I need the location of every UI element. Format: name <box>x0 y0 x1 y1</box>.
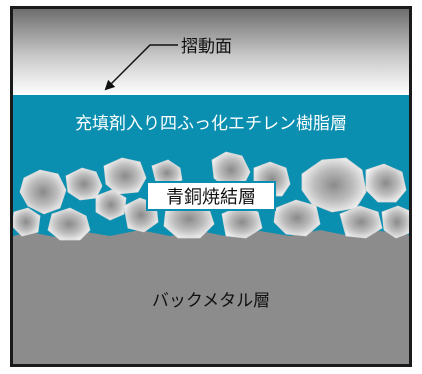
bronze-particle <box>19 169 67 215</box>
sliding-surface-label: 摺動面 <box>181 37 232 57</box>
bronze-particle <box>13 207 41 237</box>
back-metal-layer <box>13 230 409 364</box>
bronze-particle <box>103 157 147 195</box>
bronze-particle <box>65 167 103 201</box>
sliding-surface-leader-line <box>104 44 178 91</box>
bronze-particle <box>273 199 321 237</box>
bronze-layer-label: 青銅焼結層 <box>166 187 256 208</box>
bronze-particle <box>339 205 383 239</box>
back-metal-label: バックメタル層 <box>152 291 270 311</box>
bronze-particle <box>381 205 409 239</box>
bronze-layer-label-box <box>146 181 276 211</box>
diagram-frame <box>10 6 412 367</box>
sliding-surface-region <box>13 9 409 95</box>
bronze-particle <box>47 207 91 241</box>
bronze-particle <box>365 163 407 203</box>
bronze-particle <box>211 151 251 189</box>
bronze-particle <box>95 189 127 221</box>
bronze-particles <box>13 151 409 241</box>
resin-layer-label: 充填剤入り四ふっ化エチレン樹脂層 <box>75 114 347 134</box>
bronze-particle <box>301 157 367 213</box>
